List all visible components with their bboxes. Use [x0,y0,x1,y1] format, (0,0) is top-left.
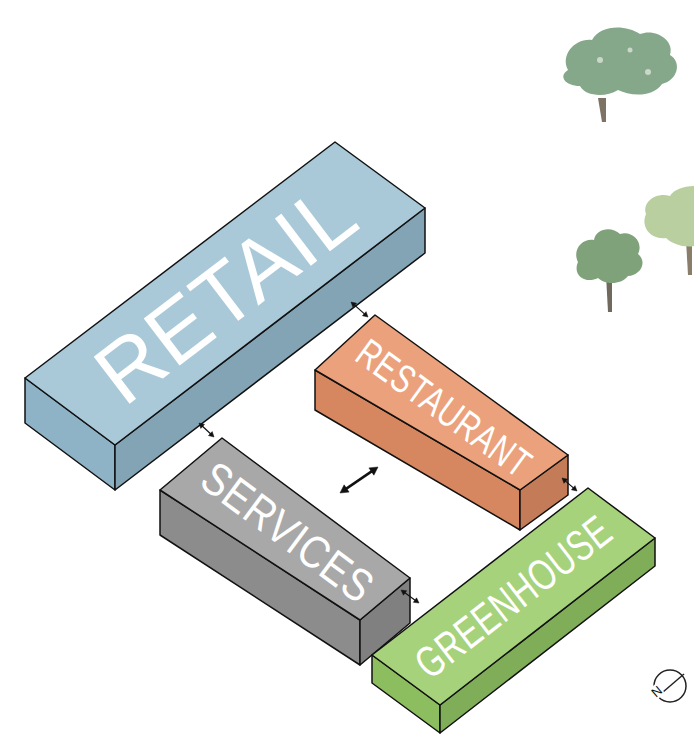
arrowhead [413,598,419,603]
arrowhead [208,432,214,437]
arrowhead [369,467,378,475]
arrowhead [199,423,205,428]
tree [576,229,642,312]
double-arrow [562,478,577,491]
connector-line [565,481,574,489]
arrowhead [340,485,349,493]
connector-line [202,426,211,435]
double-arrow [199,423,214,437]
restaurant-block: RESTAURANT [315,315,568,530]
tree [644,186,694,275]
connector-line [354,305,365,315]
tree [563,27,677,122]
arrowhead [401,590,407,595]
double-arrow [401,590,419,603]
arrowhead [362,312,368,317]
connector-line [345,471,372,490]
double-arrow [351,302,368,317]
arrowhead [351,302,357,307]
north-label: N [648,682,665,699]
greenhouse-block: GREENHOUSE [372,488,655,733]
connector-line [404,592,416,600]
double-arrow [340,467,378,493]
arrowhead [562,478,568,483]
arrowhead [571,486,577,491]
